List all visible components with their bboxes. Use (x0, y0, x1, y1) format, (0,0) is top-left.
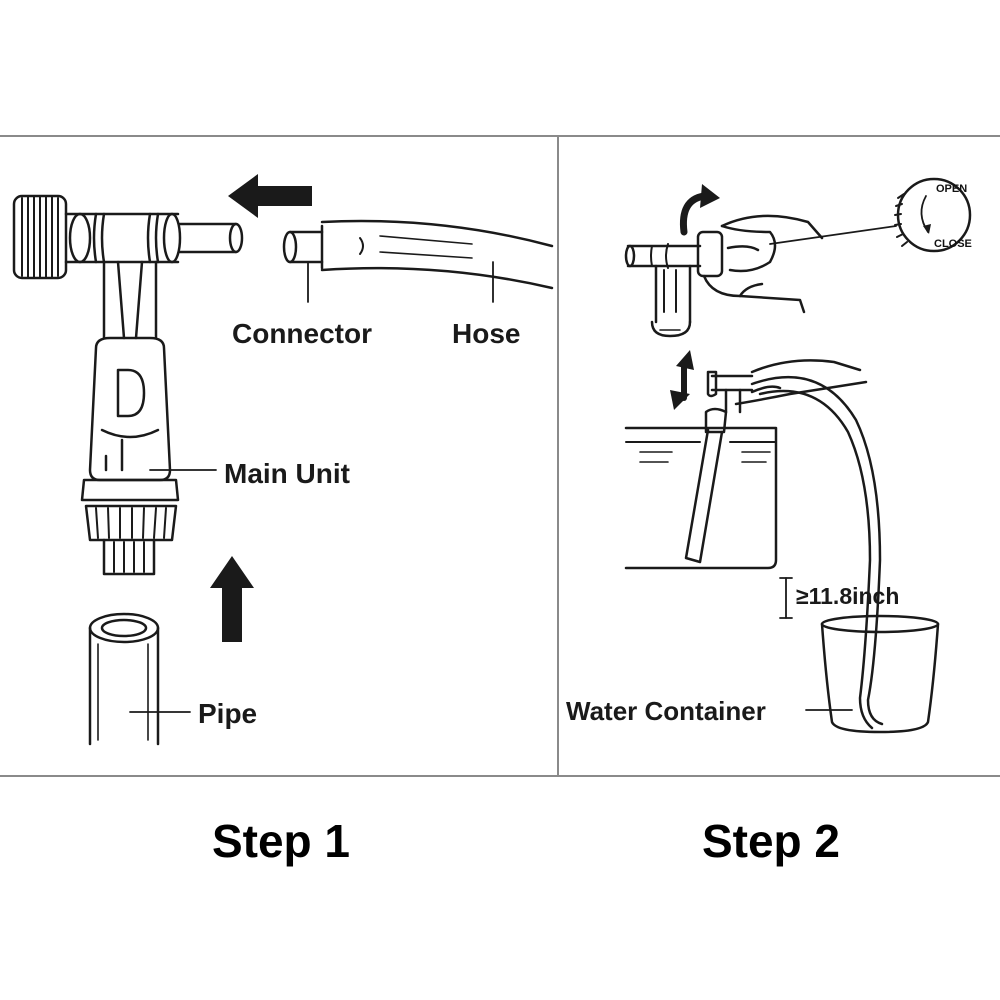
step1-caption: Step 1 (212, 815, 350, 867)
step2-caption: Step 2 (702, 815, 840, 867)
rotate-arrow-icon (679, 192, 708, 236)
step2-panel: OPEN CLOSE (566, 177, 972, 734)
connector-label: Connector (232, 318, 372, 349)
main-unit-housing (80, 260, 180, 576)
hose-label: Hose (452, 318, 520, 349)
open-close-dial: OPEN CLOSE (894, 177, 972, 253)
main-unit-label: Main Unit (224, 458, 350, 489)
step1-panel: Connector Hose Main Unit Pipe (12, 174, 554, 746)
water-container (805, 614, 940, 734)
dial-open-label: OPEN (936, 183, 967, 195)
water-container-label: Water Container (566, 696, 766, 726)
height-label: ≥11.8inch (796, 583, 899, 609)
step1-leader-lines (129, 261, 494, 713)
unit-with-hand (624, 214, 897, 338)
aquarium-tank (624, 426, 778, 570)
up-down-arrow-icon (670, 350, 694, 410)
dial-close-label: CLOSE (934, 238, 972, 250)
main-unit-t-body (64, 212, 244, 264)
height-bracket (779, 577, 793, 619)
panel-frames (0, 135, 1000, 777)
siphon-pipe (684, 359, 884, 730)
hose-with-connector (282, 219, 554, 290)
knurled-knob (12, 194, 68, 280)
pipe-label: Pipe (198, 698, 257, 729)
up-arrow-icon (210, 556, 254, 642)
left-arrow-icon (228, 174, 312, 218)
pipe (88, 612, 160, 746)
